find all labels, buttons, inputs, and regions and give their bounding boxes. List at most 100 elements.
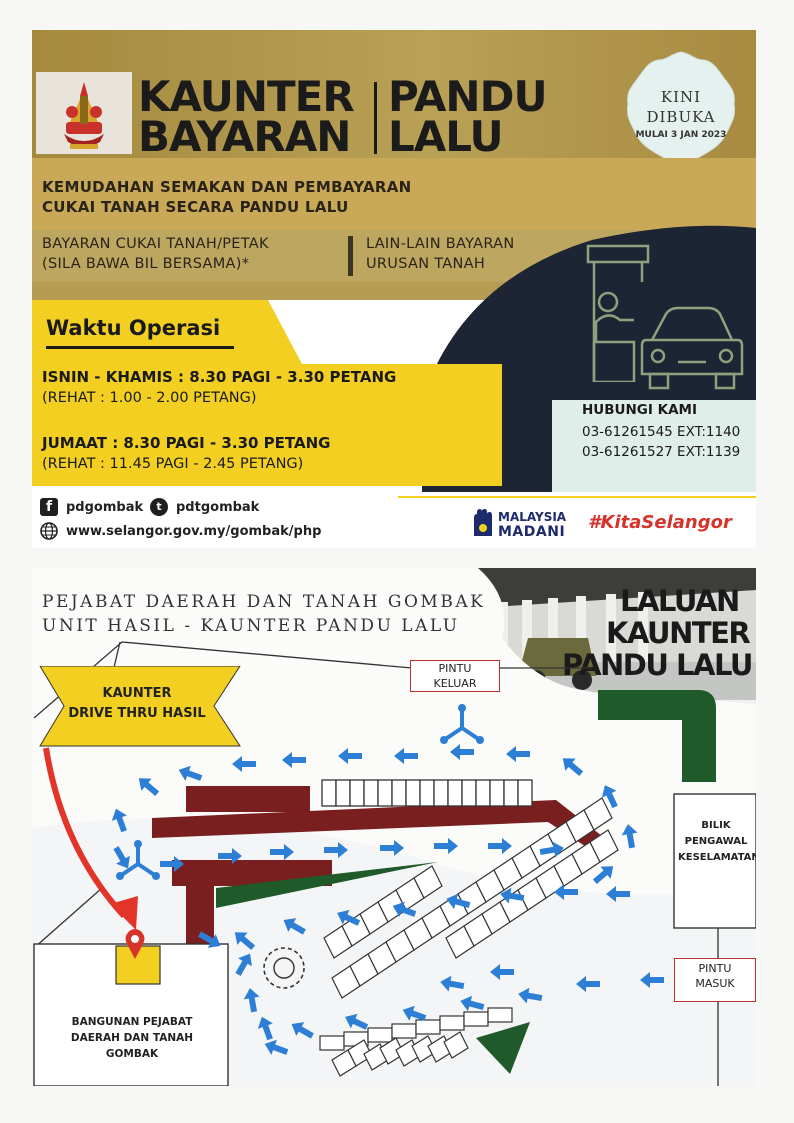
pintu-keluar-line1: PINTU — [438, 662, 472, 675]
subtitle-line1: KEMUDAHAN SEMAKAN DAN PEMBAYARAN — [42, 178, 412, 196]
waktu-underline — [46, 346, 234, 349]
arrow-icon — [606, 886, 630, 902]
arrow-icon — [506, 746, 530, 762]
contact-phone2: 03-61261527 EXT:1139 — [582, 444, 741, 460]
arrow-icon — [434, 838, 458, 854]
route-arrows — [111, 704, 664, 1055]
title-lalu: LALU — [388, 112, 504, 161]
badge-date: MULAI 3 JAN 2023 — [635, 130, 727, 140]
title-pandu: PANDU — [388, 72, 548, 121]
drive-thru-booth-icon — [586, 244, 650, 382]
arrow-icon — [178, 765, 203, 781]
option-right-line1: LAIN-LAIN BAYARAN — [366, 236, 515, 252]
madani-line2: MADANI — [498, 524, 566, 540]
pintu-masuk-line1: PINTU — [698, 962, 732, 975]
subtitle-line2: CUKAI TANAH SECARA PANDU LALU — [42, 198, 349, 216]
arrow-icon — [232, 756, 256, 772]
kaunter-sign — [39, 666, 241, 747]
hours-friday: JUMAAT : 8.30 PAGI - 3.30 PETANG — [42, 434, 331, 452]
arrow-icon — [518, 987, 543, 1004]
arrow-icon — [243, 988, 260, 1013]
map-heading-line1: PEJABAT DAERAH DAN TANAH GOMBAK — [42, 592, 486, 612]
hours-weekday: ISNIN - KHAMIS : 8.30 PAGI - 3.30 PETANG — [42, 368, 397, 386]
title-bayaran: BAYARAN — [138, 112, 351, 161]
hours-friday-break: (REHAT : 11.45 PAGI - 2.45 PETANG) — [42, 456, 304, 472]
globe-icon — [40, 522, 58, 540]
arrow-icon — [402, 1005, 427, 1021]
arrow-icon — [324, 842, 348, 858]
arrow-icon — [450, 744, 474, 760]
title-kaunter: KAUNTER — [138, 72, 355, 121]
car-icon — [640, 306, 744, 390]
bilik-line3: KESELAMATAN — [678, 852, 756, 863]
arrow-icon — [500, 887, 525, 904]
site-plan — [33, 641, 756, 1086]
arrow-icon — [621, 824, 638, 849]
website-link[interactable]: www.selangor.gov.my/gombak/php — [66, 524, 322, 539]
laluan-line2: KAUNTER — [606, 616, 751, 650]
arrow-icon — [554, 884, 578, 900]
arrow-icon — [592, 866, 614, 885]
arrow-icon — [160, 856, 184, 872]
kini-dibuka-badge: KINI DIBUKA MULAI 3 JAN 2023 — [622, 48, 740, 166]
waktu-title: Waktu Operasi — [46, 316, 221, 340]
arrow-icon — [338, 748, 362, 764]
map-heading-line2: UNIT HASIL - KAUNTER PANDU LALU — [42, 616, 460, 636]
arrow-icon — [283, 918, 306, 935]
option-left-line2: (SILA BAWA BIL BERSAMA)* — [42, 256, 250, 272]
arrow-icon — [235, 953, 252, 976]
arrow-icon — [218, 848, 242, 864]
bilik-line2: PENGAWAL — [684, 836, 748, 847]
facebook-handle[interactable]: pdgombak — [66, 500, 144, 515]
arrow-icon — [111, 808, 127, 833]
poster: KAUNTER BAYARAN PANDU LALU KINI DIBUKA M… — [32, 30, 756, 548]
arrow-icon — [113, 846, 130, 869]
arrow-icon — [394, 748, 418, 764]
twitter-icon: t — [150, 498, 168, 516]
arrow-icon — [460, 995, 485, 1012]
fork-arrow-icon — [116, 840, 160, 880]
drive-thru-panel — [422, 225, 756, 500]
arrow-icon — [257, 1016, 273, 1041]
arrow-icon — [345, 1013, 369, 1030]
arrow-icon — [640, 972, 664, 988]
contact-title: HUBUNGI KAMI — [582, 402, 697, 418]
kaunter-line1: KAUNTER — [102, 686, 172, 701]
bilik-line1: BILIK — [701, 820, 731, 831]
arrow-icon — [264, 1039, 289, 1055]
route-map: PEJABAT DAERAH DAN TANAH GOMBAK UNIT HAS… — [32, 568, 756, 1086]
arrow-icon — [291, 1022, 314, 1039]
arrow-icon — [601, 785, 618, 809]
title-divider — [374, 82, 377, 154]
laluan-line1: LALUAN — [620, 584, 740, 618]
arrow-icon — [576, 976, 600, 992]
fork-arrow-icon — [440, 704, 484, 744]
pintu-masuk-box: PINTU MASUK — [674, 958, 756, 1002]
arrow-icon — [282, 752, 306, 768]
bangunan-line2: DAERAH DAN TANAH — [70, 1032, 194, 1044]
arrow-icon — [446, 893, 471, 910]
laluan-line3: PANDU LALU — [562, 648, 753, 682]
madani-line1: MALAYSIA — [498, 510, 567, 524]
footer-yellow-line — [398, 496, 756, 498]
arrow-icon — [234, 932, 256, 951]
bangunan-line1: BANGUNAN PEJABAT — [71, 1016, 193, 1028]
arrow-icon — [488, 838, 512, 854]
bangunan-line3: GOMBAK — [105, 1048, 159, 1060]
arrow-icon — [539, 841, 564, 858]
madani-hand-icon — [474, 509, 492, 536]
kaunter-line2: DRIVE THRU HASIL — [68, 706, 206, 721]
contact-phone1: 03-61261545 EXT:1140 — [582, 424, 741, 440]
option-left-line1: BAYARAN CUKAI TANAH/PETAK — [42, 236, 269, 252]
arrow-icon — [562, 758, 584, 777]
arrow-icon — [270, 844, 294, 860]
option-divider — [348, 236, 353, 276]
option-right-line2: URUSAN TANAH — [366, 256, 486, 272]
location-pin-icon — [125, 929, 145, 959]
subtitle-band: KEMUDAHAN SEMAKAN DAN PEMBAYARAN CUKAI T… — [32, 158, 756, 230]
arrow-icon — [490, 964, 514, 980]
arrow-icon — [380, 840, 404, 856]
crest-icon — [36, 72, 132, 154]
twitter-handle[interactable]: pdtgombak — [176, 500, 260, 515]
kita-selangor-logo: #KitaSelangor — [588, 512, 732, 533]
